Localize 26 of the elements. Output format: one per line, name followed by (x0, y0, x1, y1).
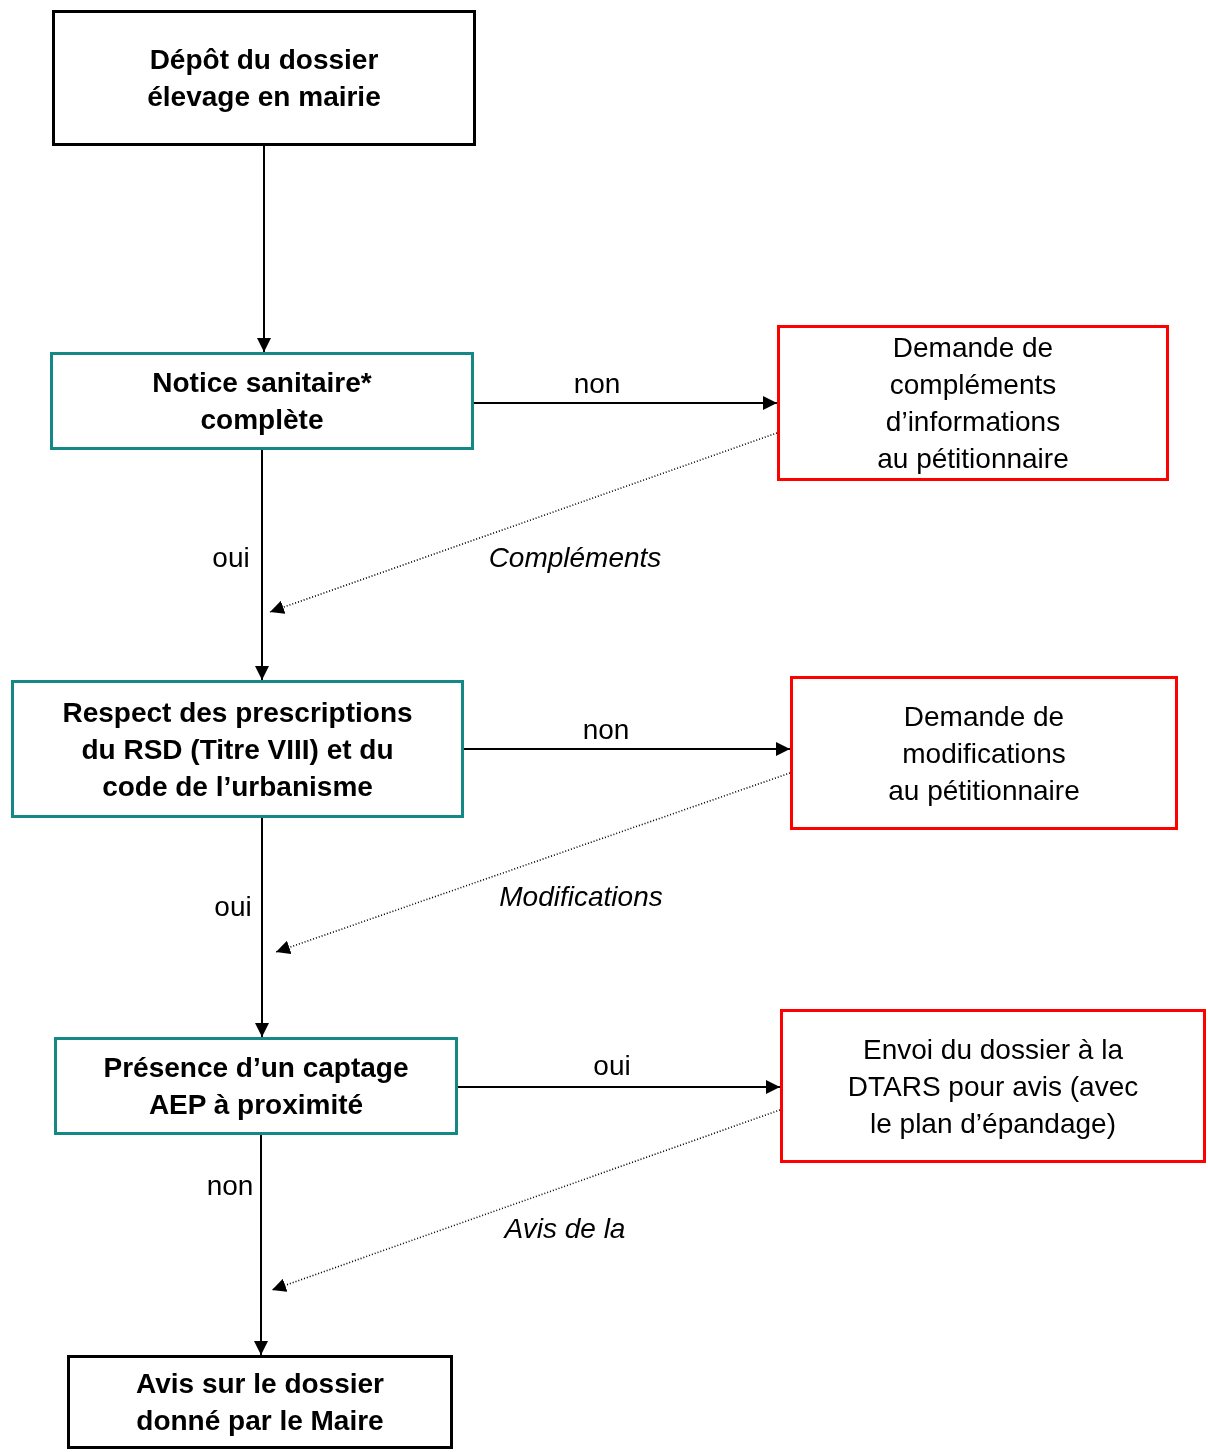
process-box (780, 1009, 1206, 1163)
decision-box (50, 352, 474, 450)
node-text: Respect des prescriptions du RSD (Titre VIII) et du code de l’urbanisme (61, 695, 414, 804)
arrow (254, 1134, 268, 1356)
dotted-arrow (271, 1109, 781, 1292)
dotted-arrow (269, 432, 778, 614)
dotted-arrow (275, 772, 791, 954)
process-box (777, 325, 1169, 481)
node-text: Envoi du dossier à la DTARS pour avis (avec le plan d’épandage) (846, 1032, 1140, 1141)
arrow (457, 1080, 781, 1094)
process-box (790, 676, 1178, 830)
node-text: Demande de modifications au pétitionnaire (887, 699, 1081, 808)
arrow (257, 145, 271, 353)
node-text: Notice sanitaire* complète (151, 366, 373, 437)
arrow (255, 449, 269, 681)
end-box (67, 1355, 453, 1449)
node-text: Dépôt du dossier élevage en mairie (146, 43, 382, 114)
start-box (52, 10, 476, 146)
arrow (255, 817, 269, 1038)
decision-box (54, 1037, 458, 1135)
node-text: Présence d’un captage AEP à proximité (102, 1051, 410, 1122)
node-text: Demande de compléments d’informations au pétitionnaire (876, 331, 1070, 476)
node-text: Avis sur le dossier donné par le Maire (135, 1367, 385, 1438)
arrow (463, 742, 791, 756)
arrow (473, 396, 778, 410)
decision-box (11, 680, 464, 818)
